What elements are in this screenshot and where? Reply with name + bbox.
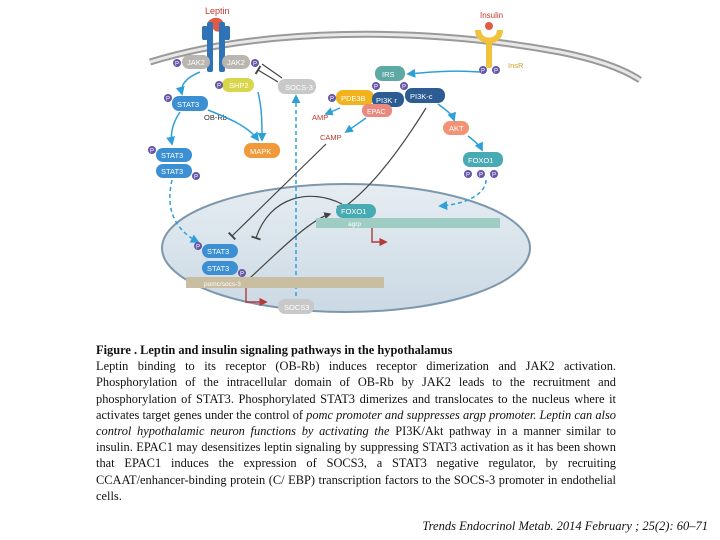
epac-camp-arrow (344, 117, 367, 133)
camp-to-amp-arrow (324, 107, 341, 116)
stat3-dimer-top (156, 148, 192, 162)
phospho-p-label: P (240, 272, 244, 278)
signaling-pathway-diagram: Leptin JAK2 JAK2 P P SHP2 P SOCS-3 STAT3… (148, 6, 642, 314)
foxo1-cytoplasm (463, 152, 503, 167)
pomc-promoter-arrow (245, 288, 268, 307)
phospho-foxo1-a (464, 170, 472, 178)
foxo1-nucleus (336, 204, 376, 218)
socs3-inhibits-jak2 (254, 65, 279, 83)
insr-label: InsR (508, 61, 524, 70)
pomc-socs3-gene (186, 277, 384, 288)
pi3k-r-label: PI3K r (376, 96, 397, 105)
stat3-receptor-label: STAT3 (177, 100, 199, 109)
epac (362, 104, 392, 117)
phospho-p-label: P (166, 97, 170, 103)
stat3-dimer-top-label: STAT3 (161, 151, 183, 160)
phospho-insr-b (492, 66, 500, 74)
akt (443, 121, 469, 135)
mapk (244, 143, 280, 158)
phospho-p-label: P (402, 85, 406, 91)
socs3-cytoplasm (278, 79, 316, 94)
phospho-p-label: P (492, 173, 496, 179)
camp-label: CAMP (320, 133, 342, 142)
phospho-stat3-dimer-b (192, 172, 200, 180)
akt-label: AKT (449, 124, 464, 133)
phospho-pde3b (328, 94, 336, 102)
phospho-irs-a (372, 82, 380, 90)
stat3-nucleus-top (202, 244, 238, 258)
insulin-label: Insulin (480, 11, 503, 20)
phospho-p-label: P (217, 84, 221, 90)
insulin-ligand (485, 22, 493, 30)
caption-body-rest: PI3K/Akt pathway in a manner similar to … (96, 424, 616, 503)
phospho-foxo1-b (477, 170, 485, 178)
phospho-p-label: P (481, 69, 485, 75)
pi3k-r (372, 92, 404, 107)
phospho-foxo1-c (490, 170, 498, 178)
jak2-right (222, 55, 250, 69)
inhibition-lines (227, 63, 427, 279)
phospho-p-label: P (253, 62, 257, 68)
stat3-nucleus-bottom-label: STAT3 (207, 264, 229, 273)
phospho-p-label: P (466, 173, 470, 179)
obrb-label: OB-Rb (204, 113, 227, 122)
phospho-p-label: P (330, 97, 334, 103)
insulin-receptor (475, 29, 503, 68)
agrp-gene (316, 218, 500, 228)
phospho-p-label: P (175, 62, 179, 68)
jak2-left (182, 55, 210, 69)
pde3b-label: PDE3B (341, 94, 366, 103)
phospho-p-label: P (374, 85, 378, 91)
jak2-left-label: JAK2 (187, 58, 205, 67)
citation: Trends Endocrinol Metab. 2014 February ;… (422, 519, 708, 533)
epac-label: EPAC (367, 109, 386, 116)
phospho-p-label: P (494, 69, 498, 75)
caption-body-italic: pomc promoter and suppresses argp promot… (96, 407, 616, 439)
pomc-socs3-label: pomc/socs-3 (204, 281, 241, 288)
pi3k-c-label: PI3K-c (410, 92, 433, 101)
figure-caption: Figure . Leptin and insulin signaling pa… (96, 342, 616, 504)
foxo1-cytoplasm-label: FOXO1 (468, 156, 493, 165)
pde3b (336, 90, 374, 105)
caption-body: Leptin binding to its receptor (OB-Rb) i… (96, 359, 616, 422)
phospho-stat3-receptor (164, 94, 172, 102)
socs3-nucleus-label: SOCS3 (284, 303, 309, 312)
shp2-label: SHP2 (229, 81, 249, 90)
phospho-shp2 (215, 81, 223, 89)
phospho-jak2-right (251, 59, 259, 67)
phospho-p-label: P (194, 175, 198, 181)
activation-arrows (166, 68, 487, 296)
stat3-nucleus-top-label: STAT3 (207, 247, 229, 256)
phospho-p-label: P (196, 245, 200, 251)
phospho-stat3-dimer-a (148, 146, 156, 154)
stat3-nucleus-bottom (202, 261, 238, 275)
phospho-irs-b (400, 82, 408, 90)
phospho-insr-a (479, 66, 487, 74)
mapk-label: MAPK (250, 147, 271, 156)
phospho-jak2-left (173, 59, 181, 67)
shp2 (222, 78, 254, 92)
phospho-stat3-nucleus-b (238, 269, 246, 277)
pi3k-c (405, 88, 445, 103)
stat3-dimer-bottom-label: STAT3 (161, 167, 183, 176)
amp-label: AMP (312, 113, 328, 122)
agrp-promoter-arrow (371, 228, 388, 247)
phospho-p-label: P (150, 149, 154, 155)
socs3-nucleus (278, 299, 314, 314)
foxo1-nucleus-label: FOXO1 (341, 207, 366, 216)
irs-label: IRS (382, 70, 395, 79)
phospho-stat3-nucleus-a (194, 242, 202, 250)
jak2-right-label: JAK2 (227, 58, 245, 67)
leptin-label: Leptin (205, 6, 230, 16)
stat3-receptor (172, 96, 208, 111)
agrp-label: agrp (348, 221, 361, 228)
irs (375, 66, 405, 81)
socs3-cytoplasm-label: SOCS-3 (285, 83, 313, 92)
stat3-dimer-bottom (156, 164, 192, 178)
caption-title: Figure . Leptin and insulin signaling pa… (96, 343, 453, 357)
phospho-p-label: P (479, 173, 483, 179)
